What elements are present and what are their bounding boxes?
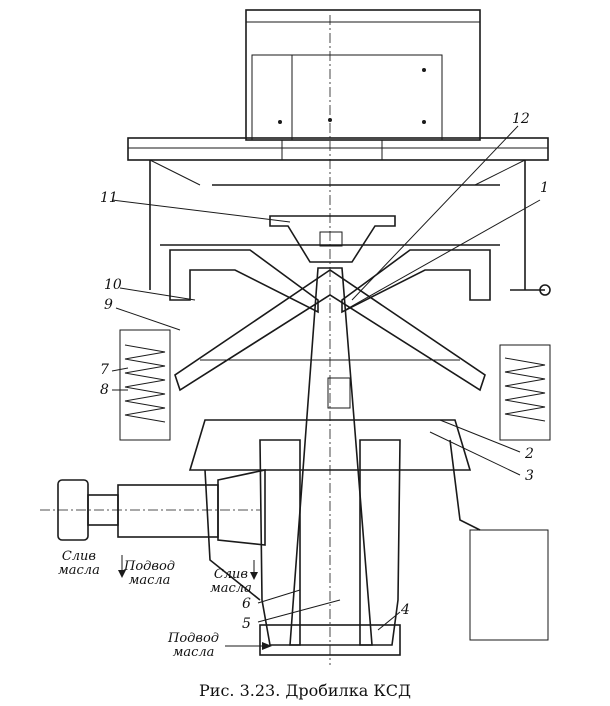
flow-arrows <box>118 555 272 650</box>
clamp-bolt-right <box>510 284 551 296</box>
callout-8: 8 <box>100 382 109 398</box>
feed-hopper <box>245 9 481 141</box>
spring-right <box>499 344 551 441</box>
upper-casing <box>160 244 500 314</box>
crushing-cone <box>174 269 486 392</box>
label-oil-supply-mid: Подвод масла <box>124 559 176 588</box>
callout-6: 6 <box>242 596 251 612</box>
label-oil-drain-left: Слив масла <box>58 549 100 578</box>
callout-2: 2 <box>525 446 534 462</box>
callout-3: 3 <box>525 468 534 484</box>
eccentric-bushing <box>188 419 472 656</box>
housing-right-wall <box>449 439 481 531</box>
callout-7: 7 <box>100 362 109 378</box>
housing-left-wall <box>204 469 261 601</box>
top-frame-beam <box>127 137 549 290</box>
label-oil-supply-bottom: Подвод масла <box>168 631 220 660</box>
spring-left <box>119 329 171 441</box>
countershaft <box>40 469 266 546</box>
leader-lines <box>111 125 541 631</box>
foundation-block <box>469 529 549 641</box>
callout-10: 10 <box>104 277 122 293</box>
callout-5: 5 <box>242 616 251 632</box>
label-oil-drain-right: Слив масла <box>210 567 252 596</box>
callout-12: 12 <box>512 111 530 127</box>
figure-caption: Рис. 3.23. Дробилка КСД <box>199 681 411 700</box>
callout-9: 9 <box>104 297 113 313</box>
callout-11: 11 <box>100 190 118 206</box>
callout-1: 1 <box>540 180 549 196</box>
callout-4: 4 <box>401 602 410 618</box>
distribution-plate <box>269 215 396 263</box>
